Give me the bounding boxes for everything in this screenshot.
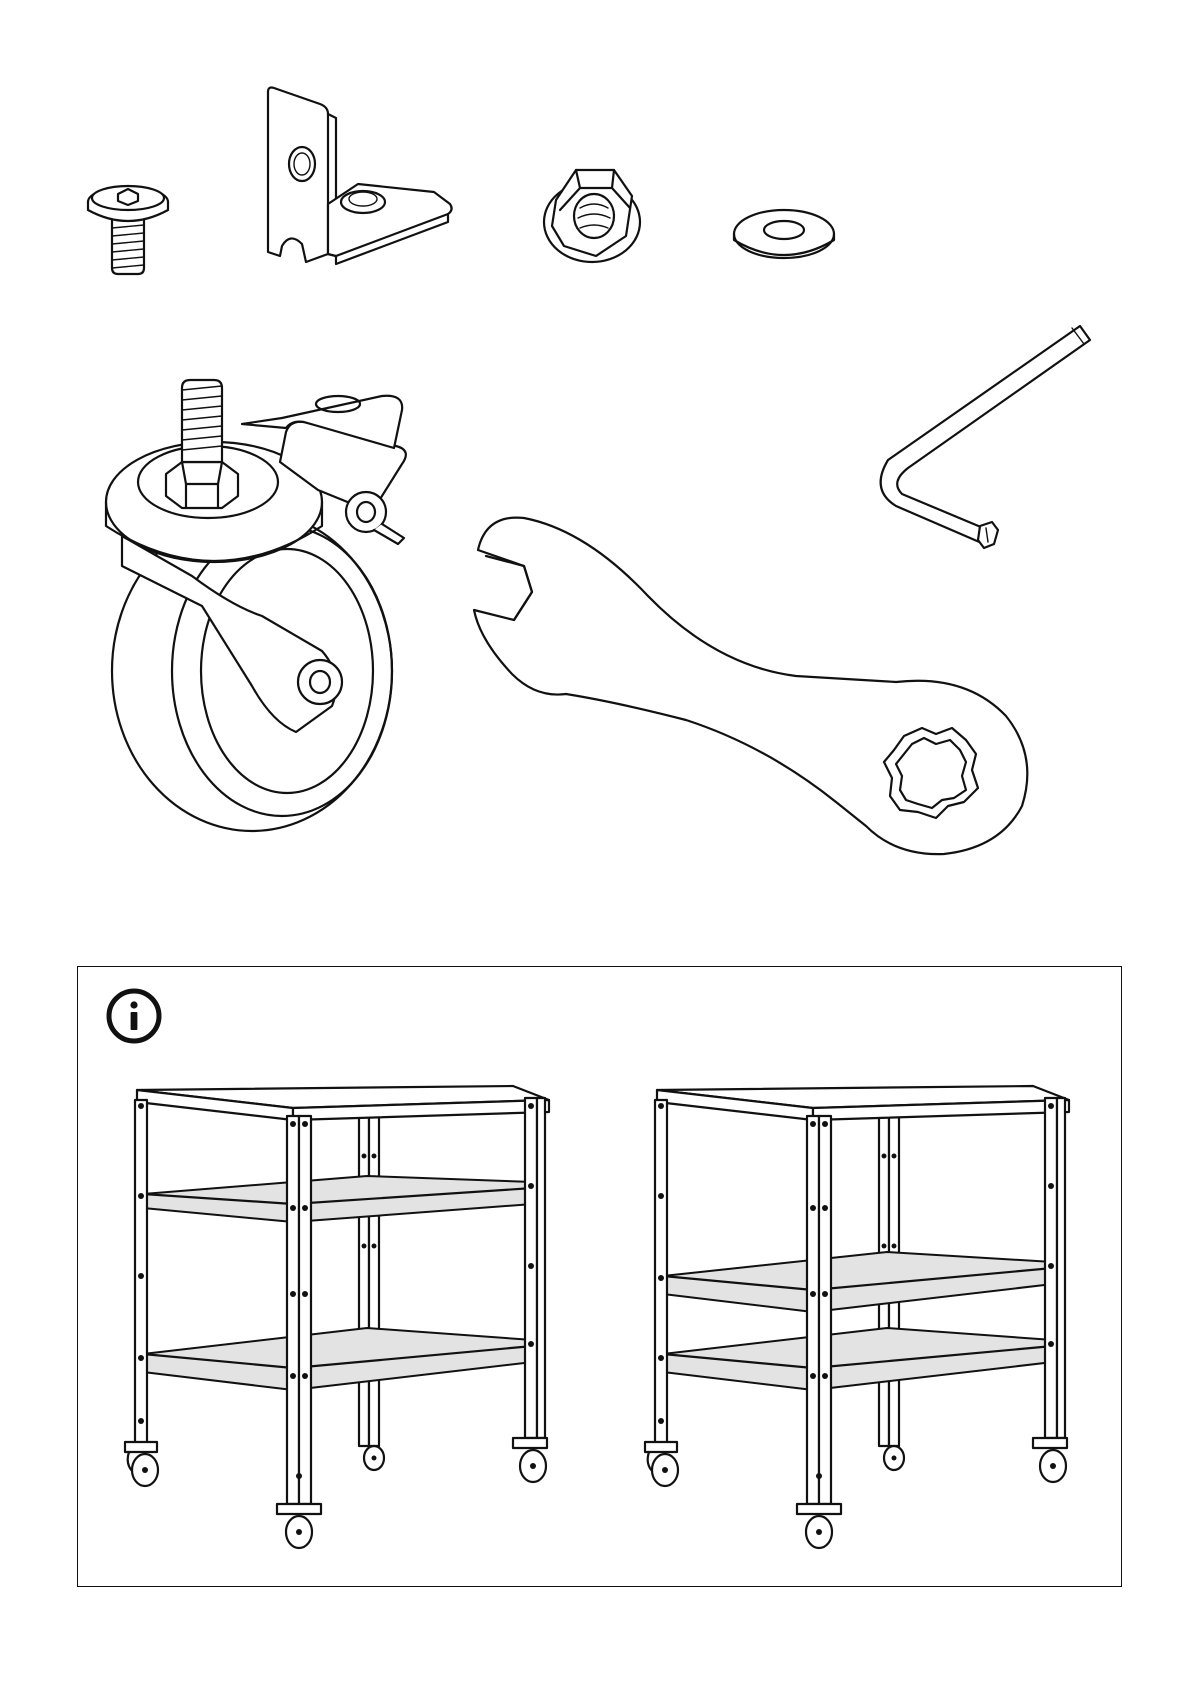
info-panel <box>77 966 1122 1587</box>
washer-icon <box>730 204 840 264</box>
wrench-icon <box>466 506 1046 866</box>
cart-shelves-lower-pair <box>643 1076 1093 1561</box>
flange-nut-icon <box>536 160 646 270</box>
angle-bracket-icon <box>258 84 458 274</box>
hex-socket-screw-icon <box>82 168 182 278</box>
locking-caster-icon <box>82 366 482 846</box>
allen-key-icon <box>868 316 1108 556</box>
cart-shelves-upper-lower <box>123 1076 573 1561</box>
info-icon <box>104 986 164 1051</box>
